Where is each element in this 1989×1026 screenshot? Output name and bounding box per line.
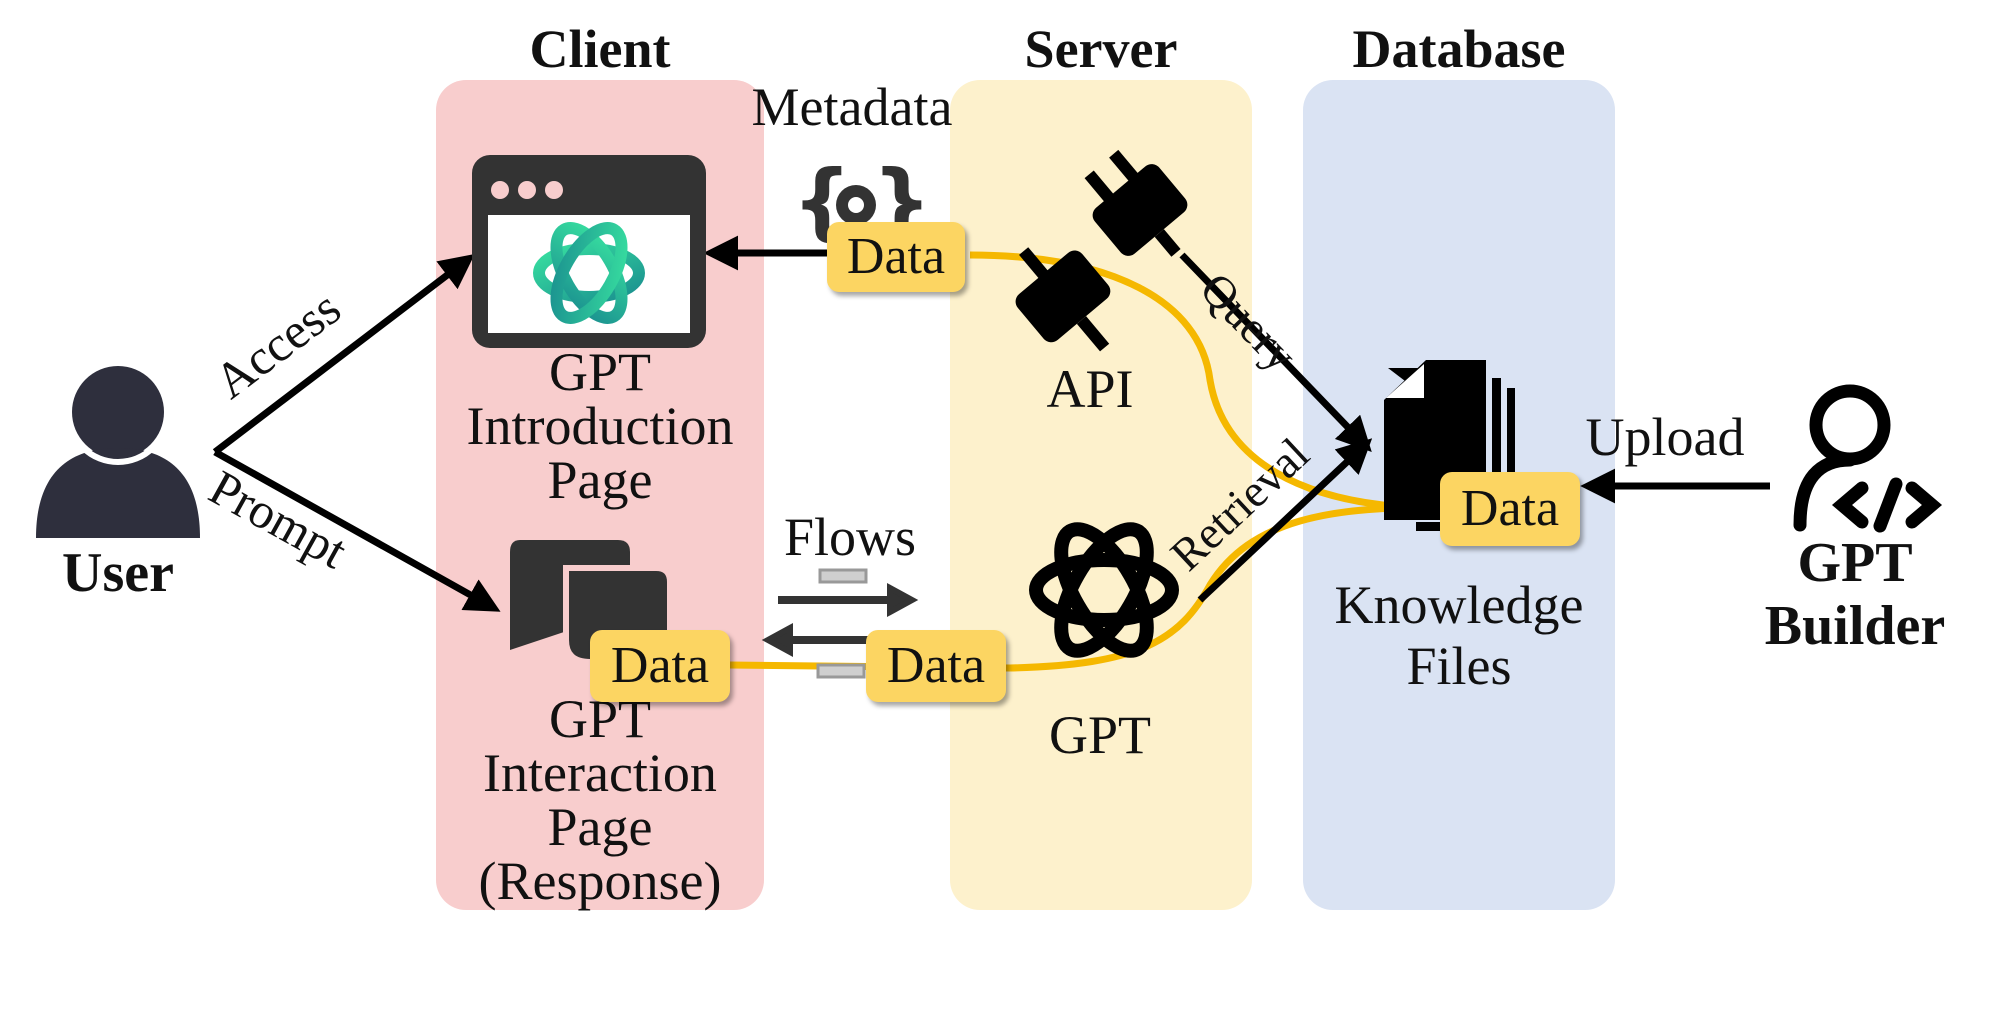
interaction-page-line3: Page (547, 797, 653, 857)
intro-page-line2: Introduction (466, 396, 734, 456)
interaction-page-line2: Interaction (483, 743, 717, 803)
arrows (212, 235, 1770, 612)
server-lane-title: Server (1024, 19, 1178, 79)
flows-label: Flows (783, 507, 917, 567)
api-plug-icon (1015, 149, 1188, 352)
user-label: User (62, 542, 174, 604)
user-icon (36, 359, 200, 538)
prompt-arrow (213, 448, 501, 612)
database-lane-title: Database (1352, 19, 1566, 79)
gpt-label: GPT (1048, 705, 1151, 765)
interaction-page-line4: (Response) (478, 851, 722, 911)
gpt-builder-line2: Builder (1764, 594, 1946, 657)
upload-label: Upload (1585, 407, 1745, 467)
query-arrow (1179, 252, 1372, 453)
metadata-label: Metadata (751, 77, 953, 137)
intro-page-label: GPT Introduction Page (436, 345, 764, 507)
intro-page-line1: GPT (548, 342, 651, 402)
interaction-page-label: GPT Interaction Page (Response) (436, 692, 764, 908)
flow-gpt-to-knowledge (1009, 504, 1451, 672)
knowledge-files-line1: Knowledge (1334, 575, 1584, 635)
knowledge-files-line2: Files (1406, 636, 1512, 697)
gpt-builder-icon (1793, 384, 1943, 533)
data-badge-knowledge: Data (1440, 472, 1580, 546)
browser-window-icon (472, 155, 706, 348)
gpt-builder-label: GPT Builder (1735, 532, 1975, 657)
data-badge-metadata: Data (827, 222, 965, 292)
intro-page-line3: Page (547, 450, 653, 510)
knowledge-files-label: Knowledge Files (1303, 575, 1615, 697)
data-badge-interaction: Data (590, 630, 730, 702)
gpt-builder-line1: GPT (1797, 532, 1913, 594)
access-arrow (212, 254, 475, 455)
data-badge-flow: Data (866, 630, 1006, 702)
gpt-logo-icon (1029, 522, 1179, 658)
client-lane-title: Client (529, 19, 671, 79)
api-label: API (1046, 359, 1134, 419)
retrieval-arrow (1197, 438, 1373, 603)
